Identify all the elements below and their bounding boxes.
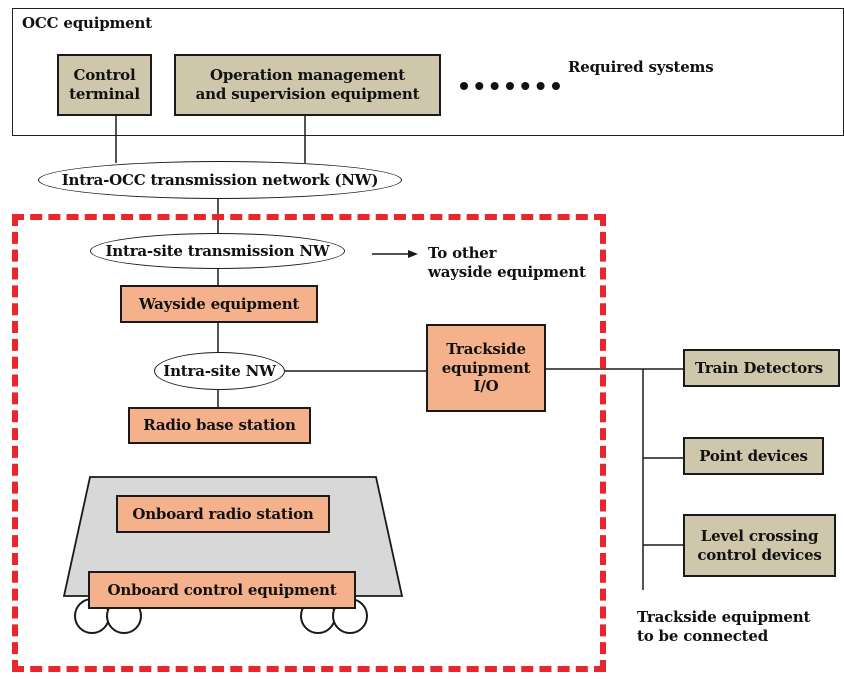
operation-management-box: Operation management and supervision equ…	[174, 54, 441, 116]
trackside-to-be-connected-line2: to be connected	[637, 626, 768, 645]
to-other-wayside-label: To other wayside equipment	[428, 244, 586, 282]
onboard-control-equipment-box: Onboard control equipment	[88, 571, 356, 609]
trackside-to-be-connected-label: Trackside equipment to be connected	[637, 608, 810, 646]
required-systems-label: Required systems	[568, 58, 714, 76]
level-crossing-line1: Level crossing	[700, 526, 819, 545]
radio-base-station-box: Radio base station	[128, 407, 311, 444]
operation-management-label-line2: and supervision equipment	[195, 85, 420, 103]
onboard-radio-station-box: Onboard radio station	[116, 495, 330, 533]
site-boundary	[12, 214, 606, 672]
intra-site-transmission-network: Intra-site transmission NW	[90, 233, 345, 269]
intra-site-network: Intra-site NW	[154, 352, 285, 390]
level-crossing-line2: control devices	[697, 545, 822, 564]
trackside-io-line3: I/O	[473, 377, 499, 396]
control-terminal-box: Control terminal	[57, 54, 152, 116]
train-detectors-box: Train Detectors	[683, 349, 840, 387]
control-terminal-label-line1: Control	[73, 66, 136, 85]
trackside-io-line2: equipment	[441, 358, 531, 377]
occ-equipment-title: OCC equipment	[22, 14, 152, 32]
trackside-io-line1: Trackside	[446, 339, 526, 358]
intra-occ-network: Intra-OCC transmission network (NW)	[38, 161, 402, 199]
point-devices-box: Point devices	[683, 437, 824, 475]
operation-management-label-line1: Operation management	[210, 66, 405, 85]
trackside-io-box: Trackside equipment I/O	[426, 324, 546, 412]
level-crossing-devices-box: Level crossing control devices	[683, 514, 836, 577]
to-other-wayside-line1: To other	[428, 244, 497, 262]
more-systems-ellipsis	[460, 82, 560, 92]
wayside-equipment-box: Wayside equipment	[120, 285, 318, 323]
trackside-to-be-connected-line1: Trackside equipment	[637, 608, 811, 626]
to-other-wayside-line2: wayside equipment	[428, 262, 586, 281]
control-terminal-label-line2: terminal	[69, 85, 140, 103]
